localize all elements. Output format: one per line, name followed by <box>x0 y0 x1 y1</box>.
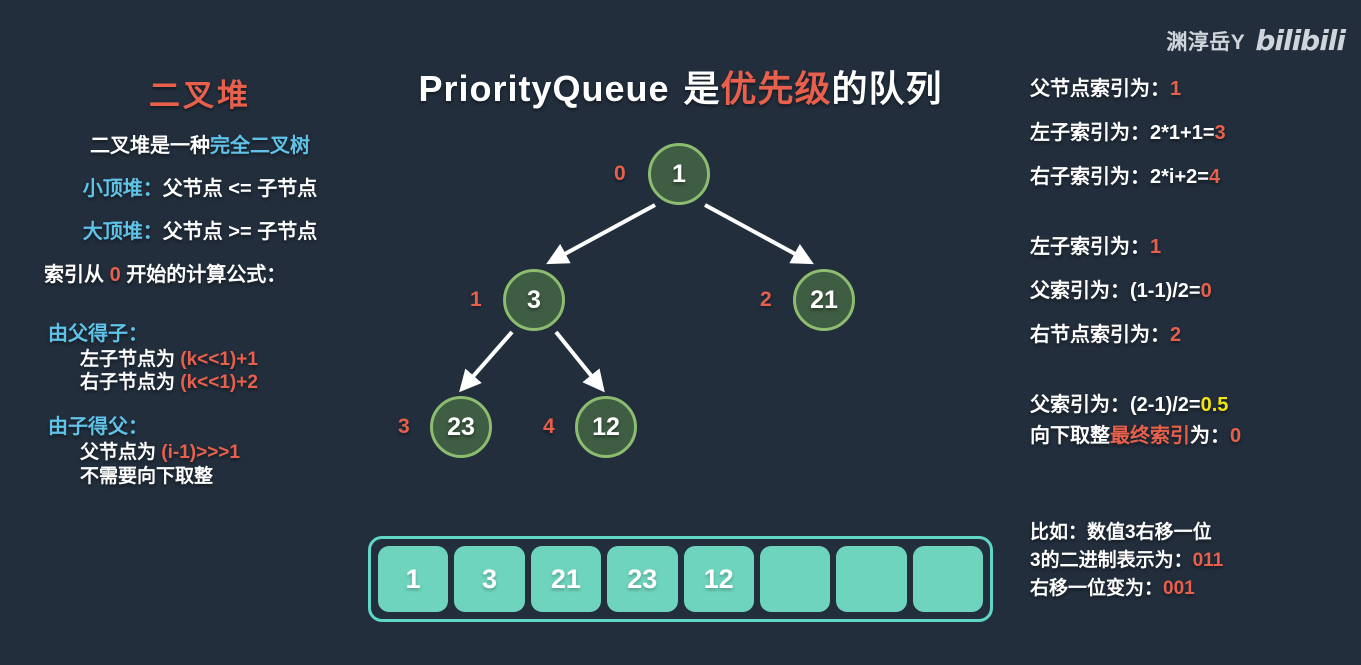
parent-index-calc-value: 0.5 <box>1200 394 1229 416</box>
left-child-label: 左子节点为 <box>80 349 181 370</box>
left-child-formula: 左子节点为 (k<<1)+1 <box>20 348 380 371</box>
right-block-4: 比如：数值3右移一位 3的二进制表示为：011 右移一位变为：001 <box>1030 517 1361 600</box>
bilibili-logo-icon: bilibili <box>1255 24 1346 57</box>
right-child-label: 右子节点为 <box>80 372 181 394</box>
floor-mid: 为： <box>1190 425 1230 447</box>
right-block-3: 父索引为：(2-1)/2=0.5 向下取整最终索引为：0 <box>1030 388 1361 448</box>
tree-edge <box>704 203 814 265</box>
right-line-label: 父索引为：(1-1)/2= <box>1030 280 1201 302</box>
definition-line: 二叉堆是一种完全二叉树 <box>20 129 380 158</box>
shift-example-line: 比如：数值3右移一位 <box>1030 517 1361 544</box>
parent-to-child-heading: 由父得子： <box>48 323 148 345</box>
right-block-2: 左子索引为：1 父索引为：(1-1)/2=0 右节点索引为：2 <box>1030 230 1361 347</box>
right-block-1: 父节点索引为：1 左子索引为：2*1+1=3 右子索引为：2*i+2=4 <box>1030 72 1361 189</box>
array-cell[interactable] <box>836 546 907 612</box>
right-line: 右子索引为：2*i+2=4 <box>1030 160 1361 189</box>
max-heap-rule: 父节点 >= 子节点 <box>162 221 318 243</box>
binary-repr-label: 3的二进制表示为： <box>1030 550 1193 571</box>
tree-node[interactable]: 21 <box>793 269 855 331</box>
shift-example-label: 比如：数值3右移一位 <box>1030 522 1212 543</box>
array-cell[interactable]: 23 <box>607 546 678 612</box>
floor-prefix: 向下取整 <box>1030 425 1110 447</box>
right-line: 左子索引为：1 <box>1030 230 1361 259</box>
left-panel-heading: 二叉堆 <box>149 78 251 113</box>
array-cell[interactable]: 1 <box>378 546 449 612</box>
page-title: PriorityQueue 是优先级的队列 <box>0 60 1361 112</box>
right-notes-panel: 父节点索引为：1 左子索引为：2*1+1=3 右子索引为：2*i+2=4 左子索… <box>1030 72 1361 601</box>
tree-node[interactable]: 1 <box>648 143 710 205</box>
tree-node-index: 1 <box>470 288 482 311</box>
index-formula-line: 索引从 0 开始的计算公式： <box>20 258 380 287</box>
tree-node[interactable]: 3 <box>503 269 565 331</box>
right-line-value: 2 <box>1170 324 1182 346</box>
min-heap-label: 小顶堆： <box>82 178 163 200</box>
tree-node-index: 3 <box>398 415 410 438</box>
tree-node[interactable]: 23 <box>430 396 492 458</box>
tree-edge <box>546 203 656 265</box>
right-line-label: 左子索引为：2*1+1= <box>1030 122 1215 144</box>
floor-value: 0 <box>1230 425 1242 447</box>
title-accent: 优先级 <box>720 68 832 109</box>
index-formula-zero: 0 <box>109 264 121 286</box>
tree-node-index: 0 <box>614 162 626 185</box>
right-line-label: 左子索引为： <box>1030 236 1150 258</box>
index-formula-prefix: 索引从 <box>44 264 110 286</box>
watermark: 渊淳岳Y bilibili <box>1166 24 1346 57</box>
tree-edge <box>554 330 605 393</box>
min-heap-line: 小顶堆：父节点 <= 子节点 <box>20 172 380 201</box>
min-heap-rule: 父节点 <= 子节点 <box>162 178 318 200</box>
child-to-parent-heading: 由子得父： <box>48 416 148 439</box>
definition-prefix: 二叉堆是一种 <box>90 135 210 157</box>
binary-repr-line: 3的二进制表示为：011 <box>1030 545 1361 572</box>
max-heap-label: 大顶堆： <box>82 221 163 243</box>
parent-note: 不需要向下取整 <box>80 465 214 487</box>
definition-accent: 完全二叉树 <box>210 135 310 157</box>
left-child-expression: (k<<1)+1 <box>180 349 258 370</box>
parent-index-calc-line: 父索引为：(2-1)/2=0.5 <box>1030 388 1361 417</box>
array-cell[interactable]: 21 <box>530 546 602 612</box>
tree-edges <box>459 203 814 393</box>
title-post: 的队列 <box>831 68 943 109</box>
shift-result-value: 001 <box>1163 578 1195 599</box>
title-code: PriorityQueue <box>418 68 670 109</box>
right-line-label: 父节点索引为： <box>1030 78 1170 100</box>
index-formula-suffix: 开始的计算公式： <box>120 264 287 286</box>
right-line: 父索引为：(1-1)/2=0 <box>1030 274 1361 303</box>
max-heap-line: 大顶堆：父节点 >= 子节点 <box>20 215 380 244</box>
tree-node-index: 4 <box>543 415 555 438</box>
array-cell[interactable]: 12 <box>683 546 754 612</box>
floor-index-line: 向下取整最终索引为：0 <box>1030 419 1361 448</box>
shift-result-line: 右移一位变为：001 <box>1030 573 1361 600</box>
right-line: 右节点索引为：2 <box>1030 318 1361 347</box>
parent-expression: (i-1)>>>1 <box>161 442 240 464</box>
right-line-label: 右节点索引为： <box>1030 324 1170 346</box>
shift-result-label: 右移一位变为： <box>1030 578 1164 599</box>
parent-label: 父节点为 <box>80 442 162 464</box>
array-cell[interactable]: 3 <box>454 546 525 612</box>
left-notes-panel: 二叉堆 二叉堆是一种完全二叉树 小顶堆：父节点 <= 子节点 大顶堆：父节点 >… <box>20 70 380 488</box>
tree-edge <box>459 330 514 393</box>
right-child-expression: (k<<1)+2 <box>180 372 258 394</box>
binary-repr-value: 011 <box>1192 550 1224 571</box>
tree-node-index: 2 <box>760 288 772 311</box>
right-line-value: 4 <box>1208 166 1221 188</box>
right-child-formula: 右子节点为 (k<<1)+2 <box>20 371 380 394</box>
parent-formula: 父节点为 (i-1)>>>1 <box>20 441 380 464</box>
right-line-value: 1 <box>1170 78 1182 100</box>
title-pre: 是 <box>683 68 721 109</box>
right-line-value: 1 <box>1150 236 1162 258</box>
array-cell[interactable] <box>759 546 831 612</box>
right-line: 父节点索引为：1 <box>1030 72 1361 101</box>
watermark-username: 渊淳岳Y <box>1166 30 1246 54</box>
floor-accent: 最终索引 <box>1110 425 1190 447</box>
right-line: 左子索引为：2*1+1=3 <box>1030 116 1361 145</box>
right-line-value: 3 <box>1214 122 1226 144</box>
tree-node[interactable]: 12 <box>575 396 637 458</box>
right-line-label: 右子索引为：2*i+2= <box>1030 166 1209 188</box>
array-cell[interactable] <box>912 546 983 612</box>
right-line-value: 0 <box>1200 280 1212 302</box>
parent-index-calc-label: 父索引为：(2-1)/2= <box>1030 394 1201 416</box>
